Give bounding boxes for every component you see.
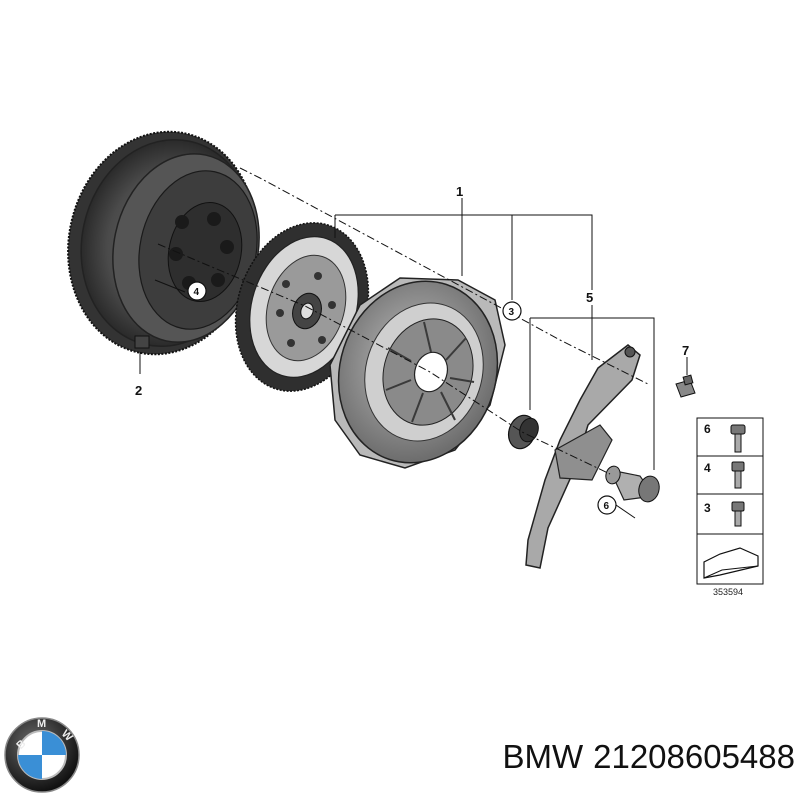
callout-1: 1 — [456, 184, 463, 199]
callout-3: 3 — [509, 307, 515, 318]
callout-5: 5 — [586, 290, 593, 305]
legend-row-3: 3 — [704, 501, 711, 515]
circled-callout-3: 3 — [502, 301, 522, 321]
release-lever — [525, 344, 641, 569]
circled-callout-4: 4 — [187, 281, 207, 301]
fastener-legend: 6 4 3 — [696, 417, 764, 585]
bmw-logo: B M W — [4, 717, 80, 793]
legend-row-4: 4 — [704, 461, 711, 475]
screw-icon — [731, 461, 745, 489]
leader-lines — [139, 167, 688, 519]
shim-wedge-icon — [703, 547, 759, 579]
callout-2: 2 — [135, 383, 142, 398]
diagram-reference-number: 353594 — [713, 587, 743, 597]
clutch-disc — [234, 222, 370, 392]
guide-sleeve — [605, 465, 660, 503]
legend-row-6: 6 — [704, 422, 711, 436]
svg-text:M: M — [37, 718, 46, 730]
part-number: 21208605488 — [593, 738, 795, 775]
bolt-part-7 — [675, 374, 696, 398]
callout-7: 7 — [682, 343, 689, 358]
release-bearing — [507, 414, 539, 450]
screw-icon — [731, 501, 745, 527]
dual-mass-flywheel — [67, 130, 260, 356]
circled-callout-6: 6 — [597, 495, 617, 515]
bolt-icon — [730, 424, 746, 453]
clutch-pressure-plate — [329, 277, 506, 469]
callout-6: 6 — [604, 501, 610, 512]
brand-name: BMW — [502, 738, 584, 775]
callout-4: 4 — [194, 287, 200, 298]
